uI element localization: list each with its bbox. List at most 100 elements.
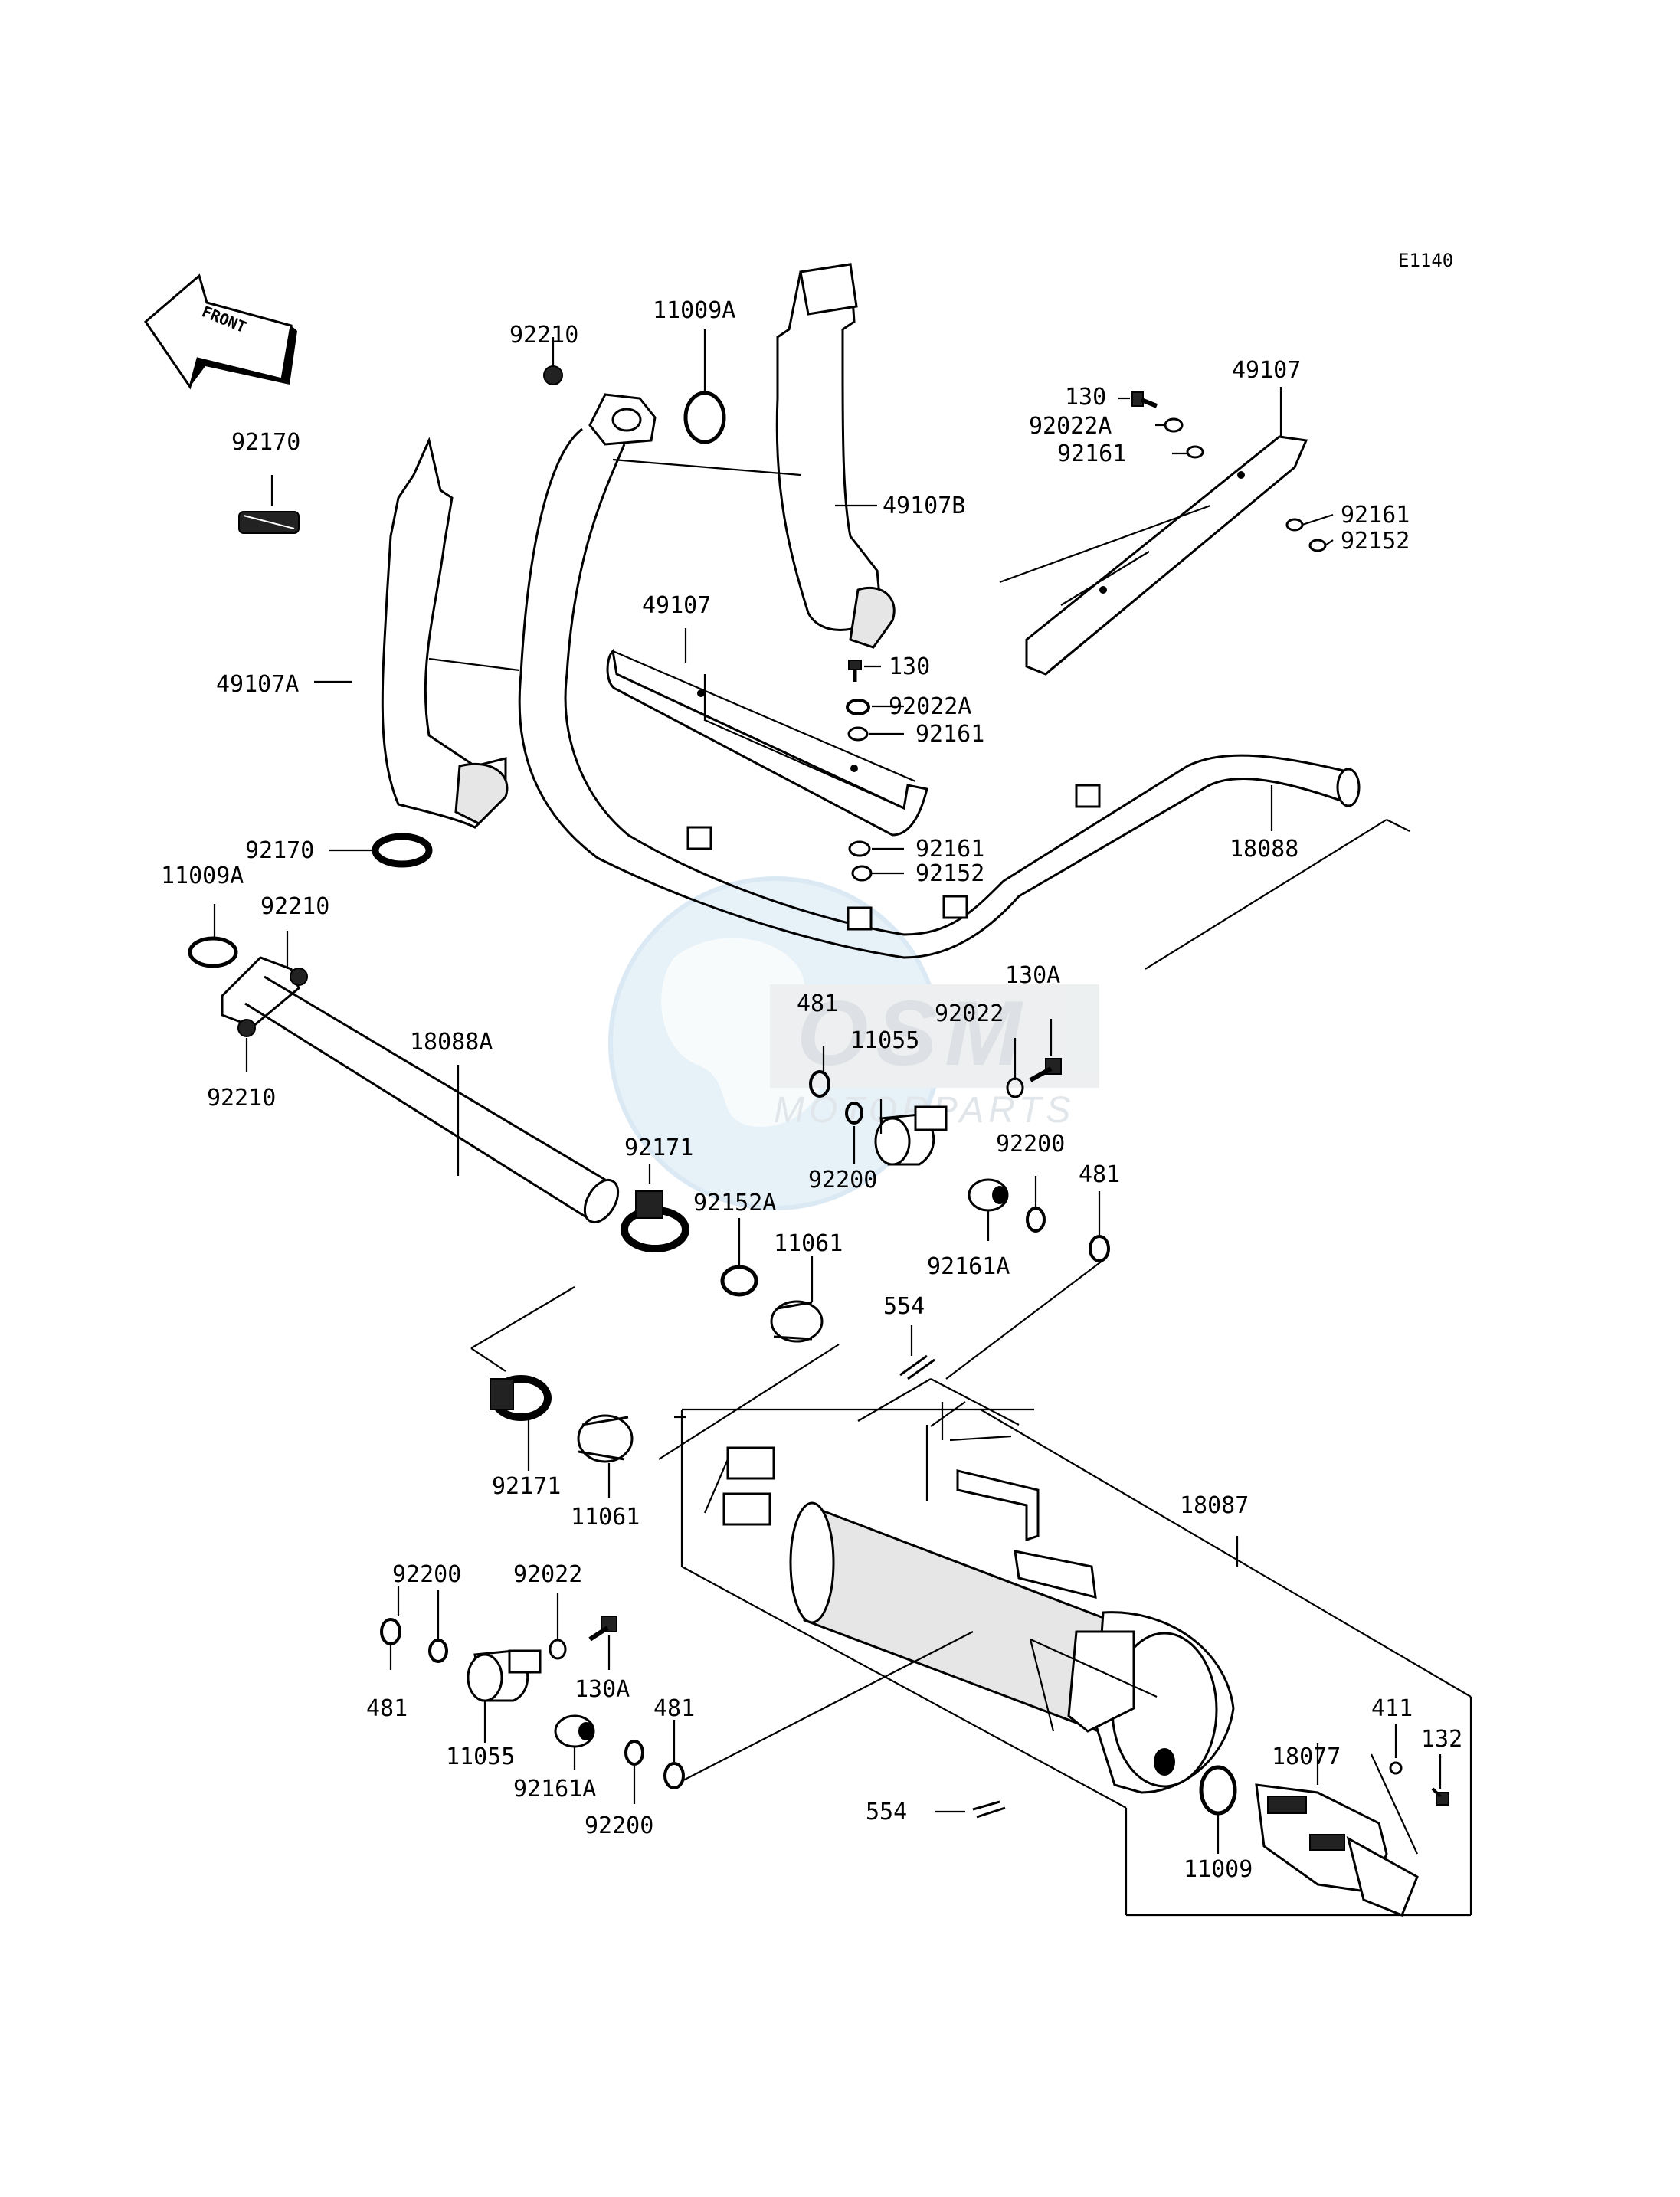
part-label: 11055 [850,1027,919,1054]
washer-92200-lower-b [624,1740,644,1766]
part-label: 18087 [1180,1492,1249,1519]
clamp-92170-top [238,511,300,534]
part-label: 132 [1421,1726,1462,1753]
part-label: 92170 [231,429,300,456]
collar-92161A-lower [554,1714,595,1748]
part-label: 554 [866,1799,907,1825]
watermark: OSM MOTORPARTS [608,876,1099,1210]
part-label: 92022A [889,693,971,720]
washer-92161-right [1186,445,1204,459]
clamp-92171-lower [490,1375,552,1421]
ring-92152A [720,1265,758,1297]
washer-92200-lower-a [428,1639,448,1663]
part-label: 92171 [624,1135,693,1161]
washer-92022A-center [846,699,870,715]
part-label: 130A [575,1676,630,1703]
bolt-130-center [848,660,862,682]
part-label: 92161 [1057,440,1126,467]
part-label: 92161A [927,1253,1010,1280]
nut-92210-top [543,365,563,385]
part-label: 11061 [571,1504,640,1531]
part-label: 481 [366,1695,408,1722]
clip-481-lower-right [663,1762,685,1789]
part-label: 481 [1079,1161,1120,1188]
muffler-18087 [722,1446,1235,1794]
washer-92152-right [1308,539,1327,552]
part-label: 49107A [216,671,299,698]
part-label: 11061 [774,1230,843,1257]
clamp-92170-bottom [372,833,433,868]
part-label: 18088A [410,1029,493,1056]
washer-92022-lower [549,1639,567,1660]
leader-lines [213,329,1472,1917]
sleeve-11061-lower [577,1414,634,1463]
part-label: 49107B [883,493,965,519]
watermark-brand: OSM [797,982,1029,1085]
part-label: 92022 [935,1000,1004,1027]
washer-92022A-right [1164,417,1184,433]
part-label: 49107 [642,592,711,619]
pin-554-upper [899,1354,935,1380]
bushing-11055-lower [467,1649,542,1702]
washer-411 [1389,1761,1403,1775]
sleeve-11061-upper [770,1300,824,1343]
part-label: 92022A [1029,413,1112,440]
washer-92152-center [851,865,873,882]
part-label: 92210 [260,893,329,920]
bolt-132 [1431,1787,1449,1806]
part-label: 92161 [915,836,984,863]
part-label: 130 [889,653,930,680]
washer-92161-center-b [848,840,871,857]
front-direction-arrow: FRONT [144,273,297,390]
part-label: 49107 [1232,357,1301,384]
part-label: 92200 [808,1167,877,1193]
part-label: 554 [883,1293,925,1320]
washer-92161-center [847,726,869,742]
part-label: 11009 [1184,1856,1253,1883]
part-label: 92161 [1341,502,1410,529]
clip-481-right [1089,1235,1110,1262]
exhaust-pipe-18088A [188,936,620,1223]
heat-shield-49107-right [999,435,1308,676]
heat-shield-49107-center [606,648,928,837]
part-label: 92022 [513,1561,582,1588]
part-label: 18088 [1230,836,1298,863]
bolt-130A-center [1029,1058,1062,1082]
part-label: 92152A [693,1190,776,1216]
part-label: 92161A [513,1776,596,1802]
washer-92161-right-b [1285,518,1304,532]
part-label: 92161 [915,721,984,748]
part-label: 92170 [245,837,314,864]
nut-92210-left-b [237,1019,256,1037]
gasket-11009 [1199,1765,1237,1816]
washer-92200-center-b [1026,1207,1046,1233]
part-label: 18077 [1272,1744,1341,1770]
part-label: 481 [797,990,838,1017]
part-label: 11009A [653,297,735,324]
part-label: 92152 [915,860,984,887]
part-labels: 92210 11009A 130 49107 92022A 92161 9217… [161,297,1462,1883]
bolt-130-right [1131,391,1158,408]
gasket-11009A-top [683,391,726,444]
part-label: 92200 [392,1561,461,1588]
heat-guard-49107B [775,263,896,649]
part-label: 481 [653,1695,695,1722]
nut-92210-left-a [290,968,308,986]
part-label: 92171 [492,1473,561,1500]
part-label: 92210 [207,1085,276,1112]
part-label: 11055 [446,1744,515,1770]
bolt-130A-lower [588,1616,617,1642]
part-label: 92152 [1341,528,1410,555]
part-label: 92200 [996,1131,1065,1157]
part-label: 11009A [161,863,244,889]
part-label: 92210 [509,322,578,349]
clamp-92171-upper [621,1190,689,1252]
part-label: 130A [1005,962,1060,989]
tailpipe-18077 [1255,1783,1419,1917]
heat-guard-49107A [381,437,509,829]
bushing-11055-center [874,1105,948,1166]
gasket-11009A-left [188,936,238,968]
part-label: 411 [1371,1695,1413,1722]
washer-92200-center-a [845,1102,863,1125]
